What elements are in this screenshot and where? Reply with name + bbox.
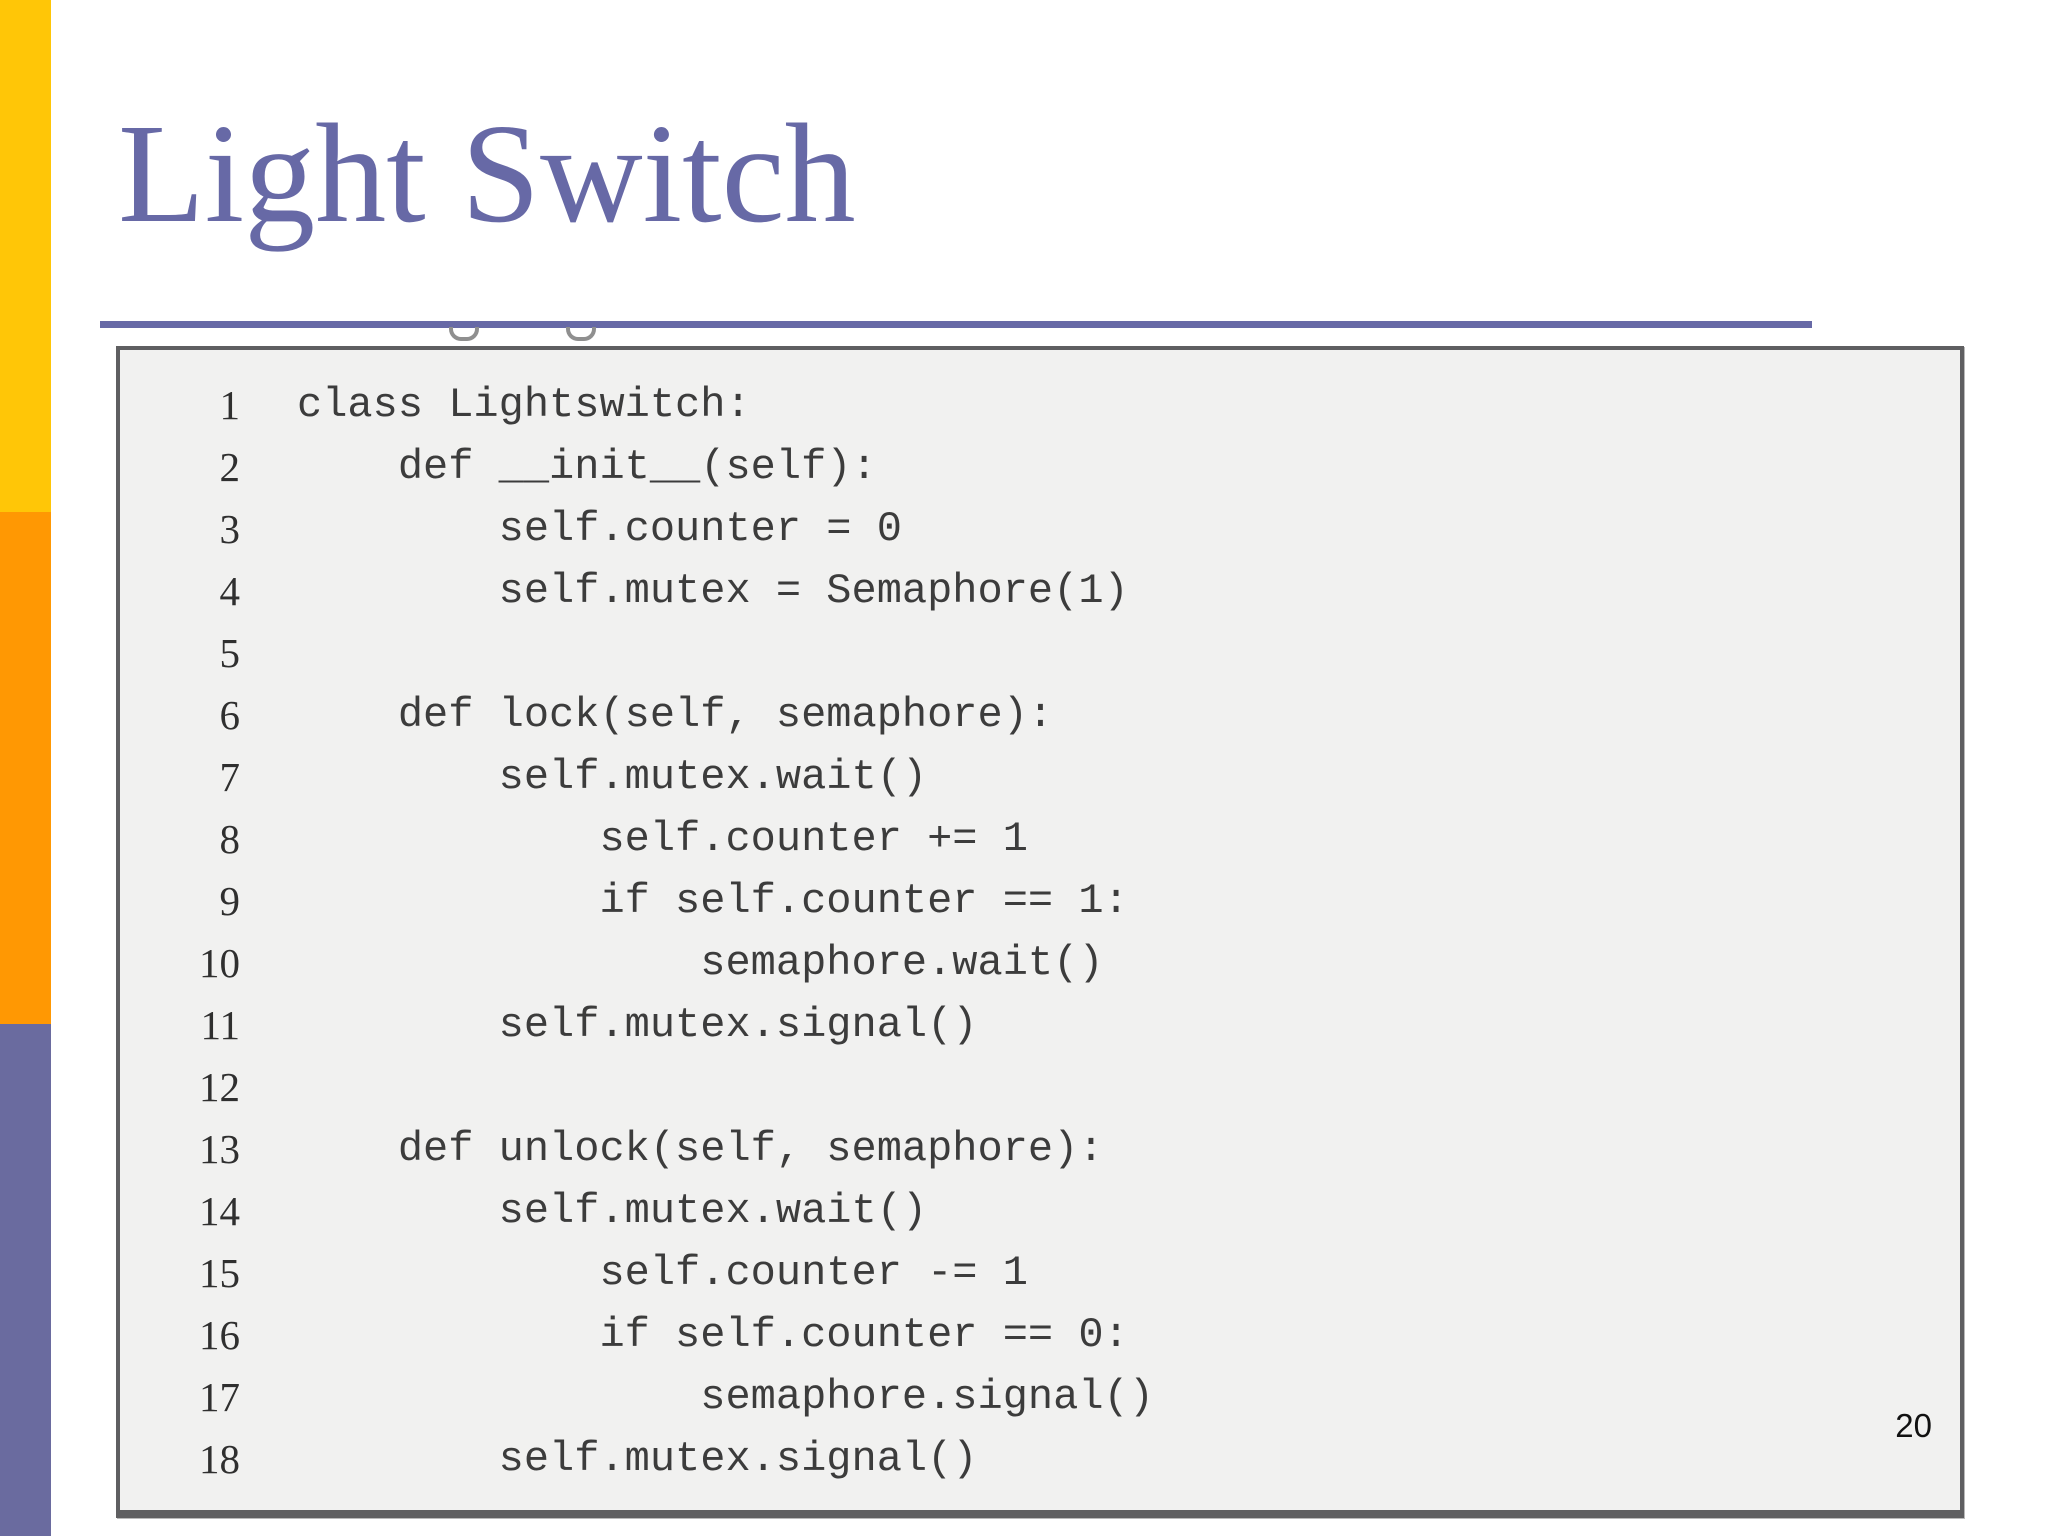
line-number: 3 xyxy=(219,506,241,552)
line-code: class Lightswitch: xyxy=(297,381,751,429)
line-code: self.counter -= 1 xyxy=(297,1249,1028,1297)
code-line-row: 16 if self.counter == 0: xyxy=(120,1304,1960,1366)
code-line-row: 6 def lock(self, semaphore): xyxy=(120,684,1960,746)
line-code: self.mutex.wait() xyxy=(297,1187,928,1235)
accent-bar-segment-yellow xyxy=(0,0,51,512)
line-number: 16 xyxy=(199,1312,240,1358)
line-number: 18 xyxy=(199,1436,240,1482)
line-number: 15 xyxy=(199,1250,240,1296)
code-line-row: 12 xyxy=(120,1056,1960,1118)
accent-bar-segment-orange xyxy=(0,512,51,1024)
line-number: 2 xyxy=(219,444,241,490)
line-number: 1 xyxy=(219,382,241,428)
cropped-text-remnant xyxy=(566,327,596,341)
code-line-row: 18 self.mutex.signal() xyxy=(120,1428,1960,1490)
accent-bar-segment-purple xyxy=(0,1024,51,1536)
code-line-row: 7 self.mutex.wait() xyxy=(120,746,1960,808)
code-lines: 1 class Lightswitch: 2 def __init__(self… xyxy=(120,374,1960,1490)
line-code: if self.counter == 1: xyxy=(297,877,1129,925)
line-number: 7 xyxy=(219,754,241,800)
line-code: def lock(self, semaphore): xyxy=(297,691,1054,739)
line-code: self.mutex.signal() xyxy=(297,1001,978,1049)
line-code: semaphore.wait() xyxy=(297,939,1104,987)
line-code: semaphore.signal() xyxy=(297,1373,1154,1421)
code-line-row: 3 self.counter = 0 xyxy=(120,498,1960,560)
page-number: 20 xyxy=(1895,1407,1932,1444)
line-number: 14 xyxy=(199,1188,240,1234)
code-listing-box: 1 class Lightswitch: 2 def __init__(self… xyxy=(116,346,1964,1518)
line-code: self.mutex = Semaphore(1) xyxy=(297,567,1129,615)
line-code: def __init__(self): xyxy=(297,443,877,491)
code-line-row: 2 def __init__(self): xyxy=(120,436,1960,498)
line-number: 9 xyxy=(219,878,241,924)
cropped-text-remnant xyxy=(449,327,479,341)
code-line-row: 11 self.mutex.signal() xyxy=(120,994,1960,1056)
line-number: 12 xyxy=(199,1064,240,1110)
line-number: 6 xyxy=(219,692,241,738)
code-line-row: 15 self.counter -= 1 xyxy=(120,1242,1960,1304)
line-number: 8 xyxy=(219,816,241,862)
line-code: self.counter += 1 xyxy=(297,815,1028,863)
page-title: Light Switch xyxy=(118,94,856,252)
line-number: 11 xyxy=(200,1002,240,1048)
line-number: 17 xyxy=(199,1374,240,1420)
title-rule xyxy=(100,321,1812,328)
line-code: self.counter = 0 xyxy=(297,505,902,553)
line-number: 4 xyxy=(219,568,241,614)
code-line-row: 9 if self.counter == 1: xyxy=(120,870,1960,932)
code-line-row: 13 def unlock(self, semaphore): xyxy=(120,1118,1960,1180)
code-line-row: 1 class Lightswitch: xyxy=(120,374,1960,436)
line-number: 10 xyxy=(199,940,240,986)
code-line-row: 17 semaphore.signal() xyxy=(120,1366,1960,1428)
code-line-row: 5 xyxy=(120,622,1960,684)
line-code: self.mutex.signal() xyxy=(297,1435,978,1483)
line-code: if self.counter == 0: xyxy=(297,1311,1129,1359)
code-line-row: 10 semaphore.wait() xyxy=(120,932,1960,994)
line-number: 13 xyxy=(199,1126,240,1172)
code-line-row: 4 self.mutex = Semaphore(1) xyxy=(120,560,1960,622)
code-line-row: 8 self.counter += 1 xyxy=(120,808,1960,870)
line-number: 5 xyxy=(219,630,241,676)
code-line-row: 14 self.mutex.wait() xyxy=(120,1180,1960,1242)
line-code: def unlock(self, semaphore): xyxy=(297,1125,1104,1173)
line-code: self.mutex.wait() xyxy=(297,753,928,801)
